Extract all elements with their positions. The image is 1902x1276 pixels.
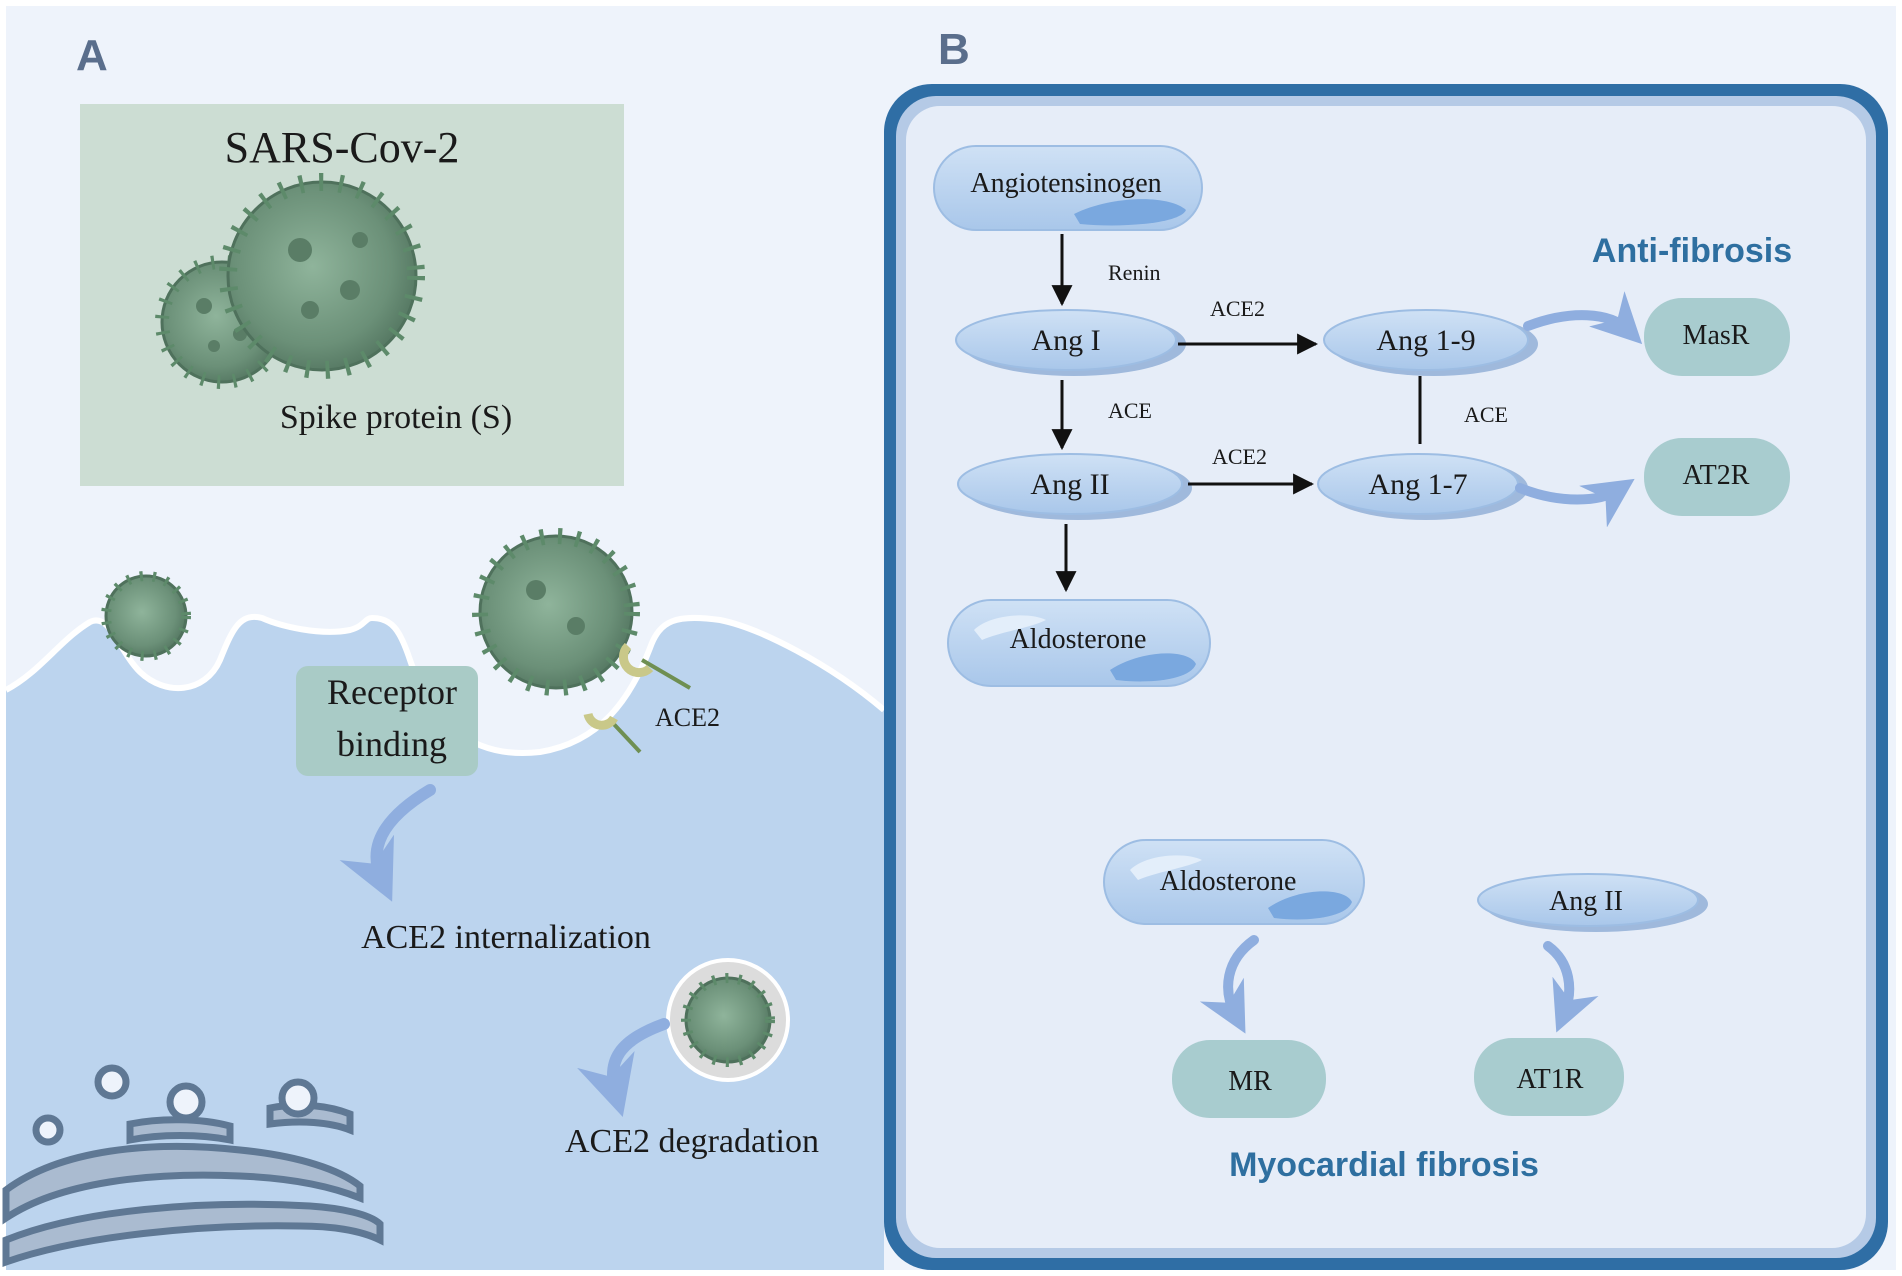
receptor-at2r: AT2R [1644,438,1790,516]
svg-text:Ang 1-7: Ang 1-7 [1368,468,1467,501]
svg-text:AT2R: AT2R [1683,460,1750,491]
myocardial-fibrosis-title: Myocardial fibrosis [1229,1146,1539,1184]
node-ang2: Ang II [957,453,1192,520]
virus-large-icon [219,173,425,379]
svg-text:Ang 1-9: Ang 1-9 [1376,324,1475,357]
virus-vesicle-icon [666,958,790,1082]
panel-a-letter: A [76,31,108,80]
spike-protein-label: Spike protein (S) [280,399,512,436]
svg-text:MR: MR [1228,1066,1272,1097]
arrow-ang17-to-at2r [1515,478,1635,528]
arrow-degradation [577,1018,670,1118]
svg-text:Aldosterone: Aldosterone [1010,624,1147,655]
virus-binding-icon [472,528,640,696]
sars-cov2-title: SARS-Cov-2 [225,123,460,172]
receptor-binding-line2: binding [337,724,447,764]
node-ang19: Ang 1-9 [1323,309,1538,376]
panel-a: A SARS-Cov-2 Spike protein (S) [2,6,886,1270]
node-ang1: Ang I [955,309,1186,376]
panel-b: B Angiotensinogen Ang I Ang 1-9 Ang II [884,6,1896,1270]
receptor-binding-line1: Receptor [327,672,457,712]
receptor-at1r: AT1R [1474,1038,1624,1116]
enzyme-renin: Renin [1108,260,1161,285]
svg-text:Ang II: Ang II [1549,886,1623,917]
virus-pocket-icon [101,571,191,661]
receptor-masr: MasR [1644,298,1790,376]
node-ang2-bottom: Ang II [1477,873,1708,932]
svg-text:Aldosterone: Aldosterone [1160,866,1297,897]
enzyme-ace2-mid: ACE2 [1212,444,1267,469]
arrow-internalization [339,784,436,902]
cell-interior [906,106,1866,1248]
cell-membrane [6,616,884,1270]
node-angiotensinogen: Angiotensinogen [933,145,1203,231]
panel-b-letter: B [938,25,970,74]
svg-text:MasR: MasR [1683,320,1750,351]
arrow-ang19-to-masr [1523,291,1643,345]
ace2-receptor-label: ACE2 [655,703,720,732]
svg-text:Ang II: Ang II [1030,468,1109,501]
ace2-degradation-label: ACE2 degradation [565,1123,819,1160]
anti-fibrosis-title: Anti-fibrosis [1592,232,1792,270]
arrow-aldosterone-to-mr [1199,935,1259,1034]
cell-membrane-edge [4,613,886,756]
ace2-receptor-icon [583,642,692,754]
receptor-mr: MR [1172,1040,1326,1118]
enzyme-ace-left: ACE [1108,398,1152,423]
node-ang17: Ang 1-7 [1317,453,1528,520]
enzyme-ace2-top: ACE2 [1210,296,1265,321]
svg-text:Angiotensinogen: Angiotensinogen [970,168,1161,199]
node-aldosterone-top: Aldosterone [947,599,1211,687]
arrow-ang2-to-at1r [1543,941,1599,1033]
golgi-organelle [2,1064,384,1267]
receptor-binding-box [296,666,478,776]
node-aldosterone-bottom: Aldosterone [1103,839,1365,925]
ace2-internalization-label: ACE2 internalization [361,919,651,956]
svg-text:AT1R: AT1R [1517,1064,1584,1095]
svg-text:Ang I: Ang I [1031,324,1100,357]
enzyme-ace-right: ACE [1464,402,1508,427]
